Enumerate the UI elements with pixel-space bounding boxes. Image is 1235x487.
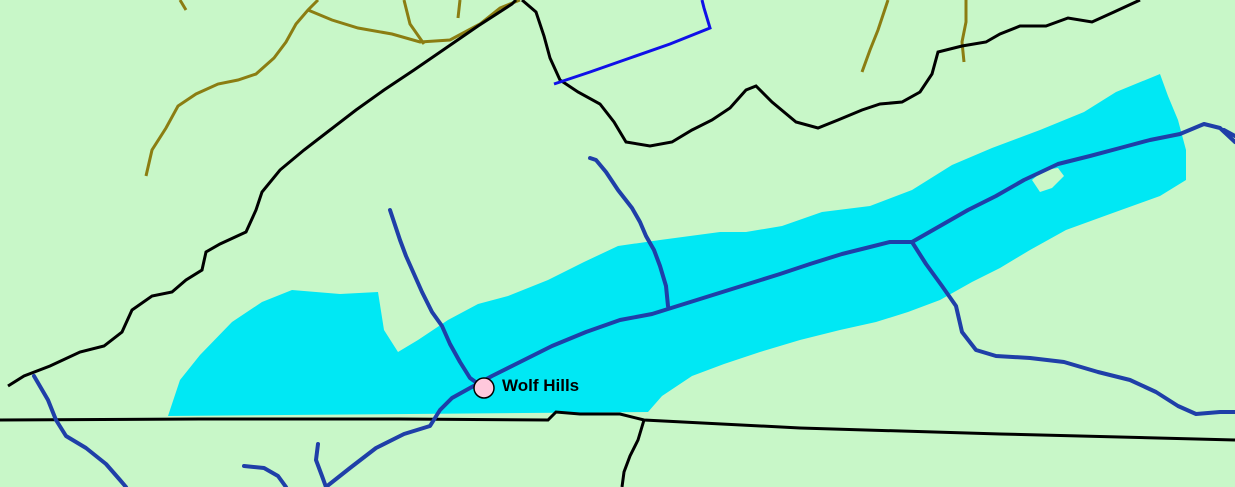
rivers bbox=[32, 122, 1235, 487]
olive-streams bbox=[144, 0, 968, 177]
place-marker-icon[interactable] bbox=[473, 377, 495, 399]
place-label: Wolf Hills bbox=[502, 376, 580, 395]
water-region bbox=[168, 74, 1186, 416]
blue-boundary-line bbox=[553, 0, 712, 86]
